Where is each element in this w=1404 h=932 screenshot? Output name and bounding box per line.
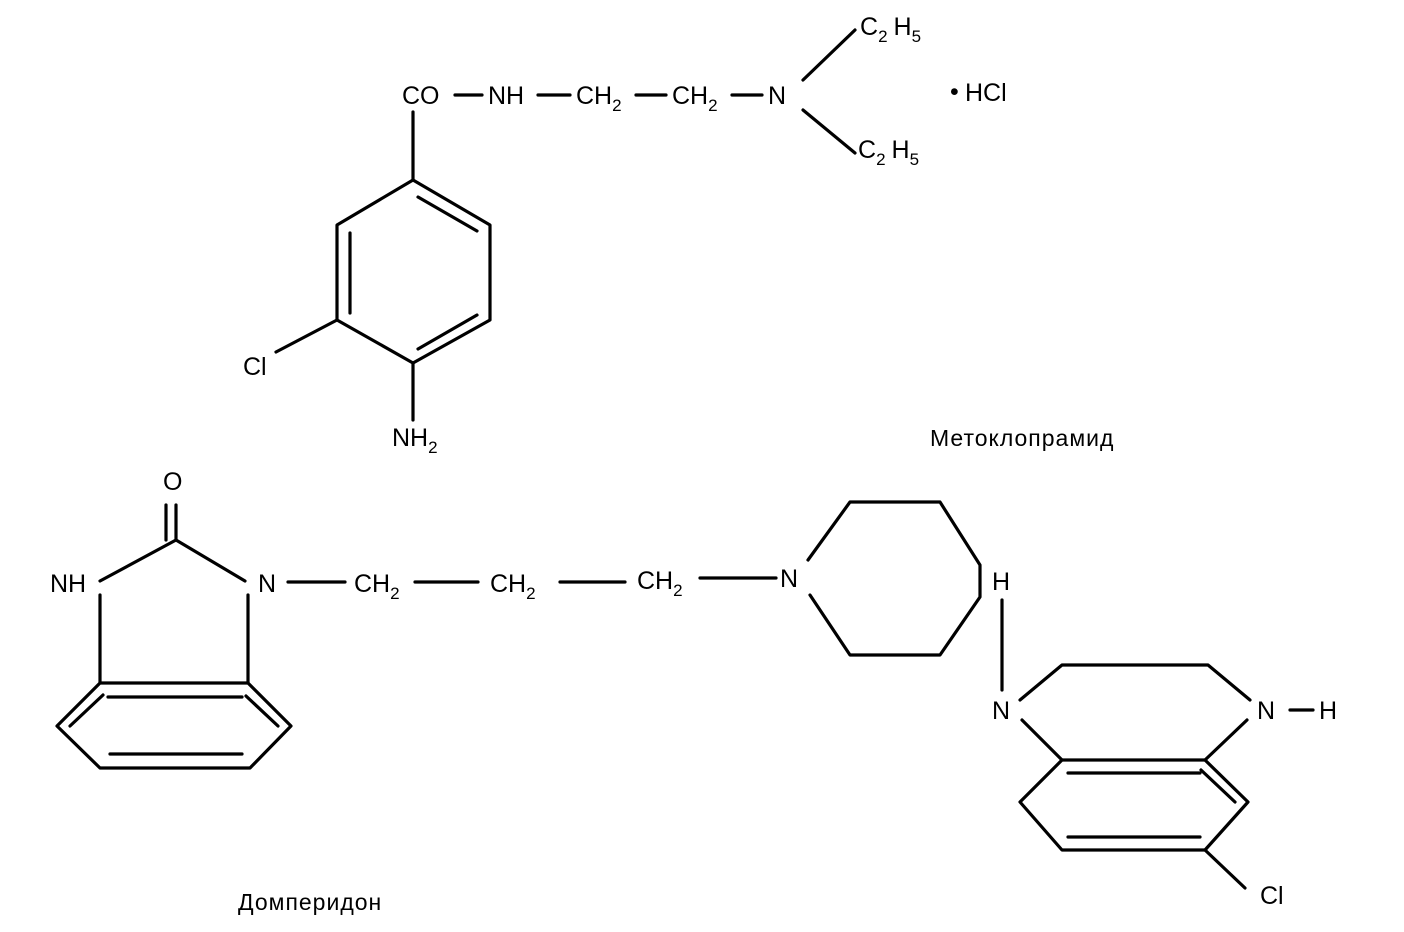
piperidine-n-label: N bbox=[780, 565, 798, 593]
metoclopramide-benzene-ring bbox=[335, 178, 492, 365]
amine-n-label: N bbox=[768, 82, 786, 110]
chloro-bond bbox=[274, 318, 339, 354]
lower-chloro-bond bbox=[1203, 848, 1247, 890]
ch2-label-a: CH2 bbox=[354, 570, 400, 603]
nh-n-label: N bbox=[1257, 697, 1275, 725]
amide-nh-label: NH bbox=[488, 82, 524, 110]
ch2-label-1: CH2 bbox=[576, 82, 622, 115]
carbonyl-label: CO bbox=[402, 82, 440, 110]
salt-dot: • bbox=[950, 78, 959, 106]
n-ethyl-bottom-bond bbox=[801, 108, 857, 155]
ch2-label-c: CH2 bbox=[637, 567, 683, 600]
chloro-label: Cl bbox=[243, 353, 267, 381]
n-right-label: N bbox=[258, 570, 276, 598]
chlorobenzimidazolone-ring bbox=[1018, 663, 1252, 852]
ch2-label-2: CH2 bbox=[672, 82, 718, 115]
h-top-label: H bbox=[992, 568, 1010, 596]
salt-label: HCl bbox=[965, 79, 1007, 107]
amino-label: NH2 bbox=[392, 424, 438, 457]
nh-h-label: H bbox=[1319, 697, 1337, 725]
metoclopramide-caption: Метоклопрамид bbox=[930, 425, 1114, 451]
oxygen-label: O bbox=[163, 468, 182, 496]
benzimidazolone-ring bbox=[55, 503, 293, 770]
domperidone-caption: Домперидон bbox=[238, 889, 382, 915]
lower-chloro-label: Cl bbox=[1260, 882, 1284, 910]
piperidine-ring bbox=[806, 500, 982, 657]
domperidone-structure: O NH N CH2 CH2 CH2 N H N N H Cl Домперид… bbox=[50, 468, 1337, 915]
ch2-label-b: CH2 bbox=[490, 570, 536, 603]
n-lower-label: N bbox=[992, 697, 1010, 725]
nh-left-label: NH bbox=[50, 570, 86, 598]
n-ethyl-top-bond bbox=[801, 28, 857, 82]
